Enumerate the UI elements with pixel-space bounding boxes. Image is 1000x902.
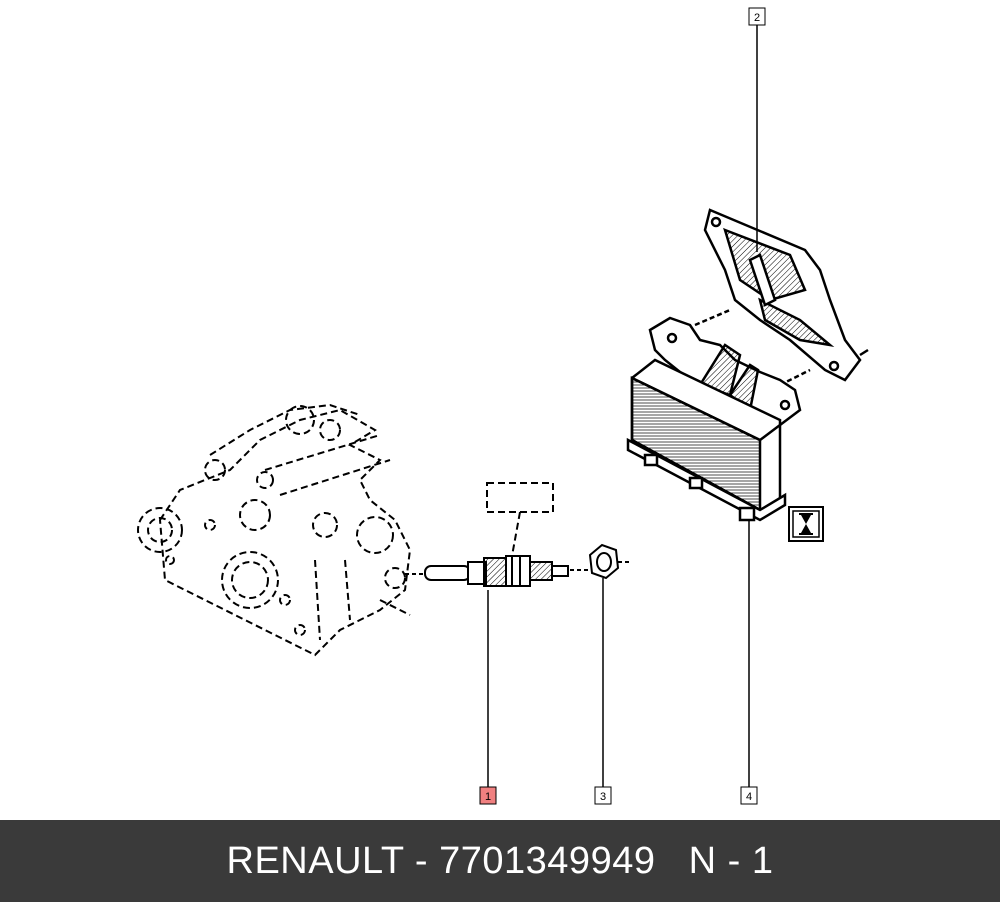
callout-2: 2	[748, 7, 766, 26]
callout-3: 3	[594, 786, 612, 805]
footer-bar: RENAULT - 7701349949 N - 1	[0, 820, 1000, 902]
mounting-bracket	[694, 208, 869, 387]
callout-1-box	[479, 786, 497, 805]
dashed-reference-box	[486, 482, 554, 557]
glow-plug-control-unit	[626, 316, 802, 522]
glow-plug	[405, 555, 590, 587]
callout-leader-lines	[487, 25, 758, 787]
hourglass-icon	[788, 506, 824, 542]
nut	[588, 543, 632, 580]
callout-4: 4	[740, 786, 758, 805]
callout-2-label: 2	[754, 12, 760, 24]
callout-4-label: 4	[746, 791, 752, 803]
footer-part-number: RENAULT - 7701349949 N - 1	[226, 839, 774, 882]
parts-diagram: 2 1 3 4	[137, 7, 869, 805]
callout-3-label: 3	[600, 791, 606, 803]
engine-block-outline	[137, 403, 412, 657]
callout-1-label: 1	[485, 791, 491, 803]
callout-1: 1	[479, 786, 497, 805]
